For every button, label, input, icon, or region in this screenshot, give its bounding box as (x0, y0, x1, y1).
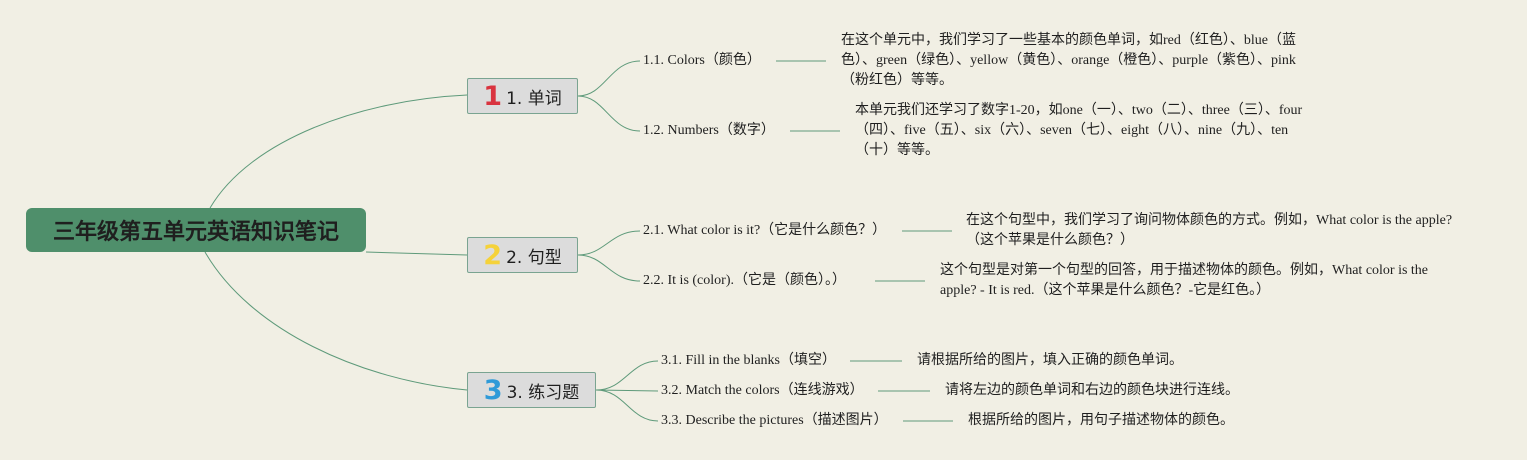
subtopic-match-colors[interactable]: 3.2. Match the colors（连线游戏） (661, 383, 864, 398)
root-node[interactable]: 三年级第五单元英语知识笔记 (26, 208, 366, 252)
topic-vocabulary[interactable]: 1 1. 单词 (467, 78, 578, 114)
topic-exercises[interactable]: 3 3. 练习题 (467, 372, 596, 408)
subtopic-it-is[interactable]: 2.2. It is (color).（它是（颜色）。） (643, 273, 846, 288)
note-colors: 在这个单元中，我们学习了一些基本的颜色单词，如red（红色）、blue（蓝 色）… (841, 33, 1296, 88)
note-match-colors: 请将左边的颜色单词和右边的颜色块进行连线。 (945, 383, 1239, 398)
topic-label: 1. 单词 (506, 88, 562, 109)
connector-line (577, 60, 641, 97)
topic-label: 2. 句型 (506, 247, 562, 268)
note-it-is: 这个句型是对第一个句型的回答，用于描述物体的颜色。例如，What color i… (940, 263, 1429, 298)
connector-line (595, 360, 659, 391)
number-3-icon: 3 (483, 374, 503, 406)
connector-line (577, 95, 641, 132)
connector-line (595, 389, 659, 422)
connector-line (204, 251, 468, 391)
connector-line (595, 389, 659, 392)
connector-line (577, 254, 641, 282)
topic-label: 3. 练习题 (506, 382, 580, 403)
root-label: 三年级第五单元英语知识笔记 (52, 220, 339, 245)
topic-sentence-patterns[interactable]: 2 2. 句型 (467, 237, 578, 273)
note-fill-blanks: 请根据所给的图片，填入正确的颜色单词。 (917, 353, 1183, 368)
connector-line (209, 94, 468, 209)
note-numbers: 本单元我们还学习了数字1-20，如one（一）、two（二）、three（三）、… (855, 103, 1303, 158)
note-describe-pictures: 根据所给的图片，用句子描述物体的颜色。 (968, 413, 1234, 428)
subtopic-fill-blanks[interactable]: 3.1. Fill in the blanks（填空） (661, 353, 836, 368)
number-1-icon: 1 (483, 80, 503, 112)
subtopic-what-color[interactable]: 2.1. What color is it?（它是什么颜色？） (643, 223, 887, 238)
subtopic-describe-pictures[interactable]: 3.3. Describe the pictures（描述图片） (661, 413, 888, 428)
subtopic-numbers[interactable]: 1.2. Numbers（数字） (643, 123, 775, 138)
number-2-icon: 2 (483, 239, 503, 271)
subtopic-colors[interactable]: 1.1. Colors（颜色） (643, 53, 761, 68)
note-what-color: 在这个句型中，我们学习了询问物体颜色的方式。例如，What color is t… (966, 213, 1453, 248)
connector-line (577, 230, 641, 256)
connector-line (365, 251, 468, 256)
